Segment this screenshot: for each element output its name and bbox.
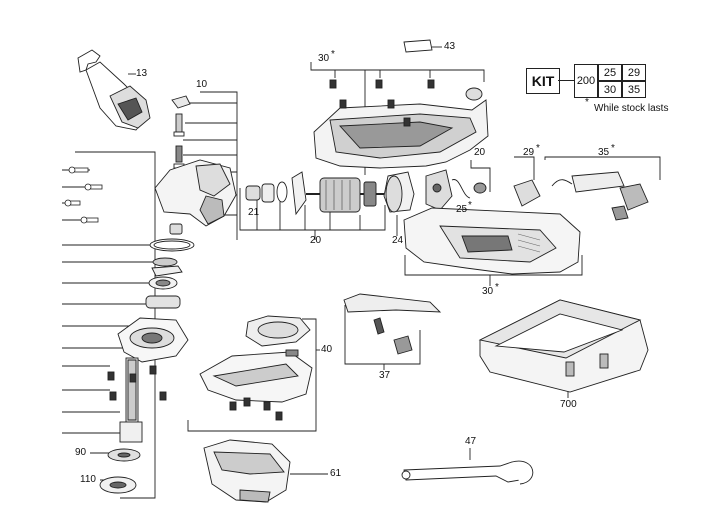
callout-110: 110 <box>80 474 96 485</box>
callout-21: 21 <box>248 207 260 218</box>
callout-40: 40 <box>321 344 333 355</box>
asterisk-30-bottom: * <box>495 282 499 293</box>
spanner-47 <box>401 460 534 485</box>
lower-housing-30 <box>403 207 581 275</box>
paddle-37 <box>343 293 442 355</box>
switch-29-and-pack-35 <box>513 171 649 221</box>
kit-cell-3: 30 <box>598 81 622 98</box>
kit-cell-4: 35 <box>622 81 646 98</box>
side-handle-part-13 <box>77 49 151 131</box>
pcb-part-25 <box>425 169 487 211</box>
callout-24: 24 <box>392 235 404 246</box>
screws-left-column <box>64 166 103 224</box>
stock-note: While stock lasts <box>594 103 669 114</box>
label-plate-43 <box>403 39 433 53</box>
callout-30-top: 30 <box>318 53 330 64</box>
guard-40 <box>199 315 313 421</box>
callout-47: 47 <box>465 436 477 447</box>
callout-20-bottom: 20 <box>310 235 322 246</box>
callout-30-bottom: 30 <box>482 286 494 297</box>
callout-13: 13 <box>136 68 148 79</box>
part-10-components <box>154 95 237 227</box>
callout-20-small: 20 <box>474 147 486 158</box>
kit-connector <box>558 80 574 81</box>
callout-37: 37 <box>379 370 391 381</box>
kit-label: KIT <box>526 68 560 94</box>
asterisk-30-top: * <box>331 49 335 60</box>
callout-61: 61 <box>330 468 342 479</box>
spindle-stack <box>99 223 195 494</box>
asterisk-25: * <box>468 200 472 211</box>
callout-35: 35 <box>598 147 610 158</box>
callout-43: 43 <box>444 41 456 52</box>
callout-90: 90 <box>75 447 87 458</box>
guard-61 <box>203 439 291 503</box>
motor-housing-half-30 <box>313 79 489 169</box>
kit-cell-1: 25 <box>598 64 622 81</box>
note-asterisk: * <box>585 97 589 108</box>
asterisk-35: * <box>611 143 615 154</box>
asterisk-29: * <box>536 143 540 154</box>
callout-10: 10 <box>196 79 208 90</box>
callout-25: 25 <box>456 204 468 215</box>
callout-700: 700 <box>560 399 577 410</box>
callout-29: 29 <box>523 147 535 158</box>
motor-assembly-20 <box>245 171 415 216</box>
kit-number: 200 <box>574 64 598 98</box>
case-700 <box>478 299 649 393</box>
kit-cell-2: 29 <box>622 64 646 81</box>
